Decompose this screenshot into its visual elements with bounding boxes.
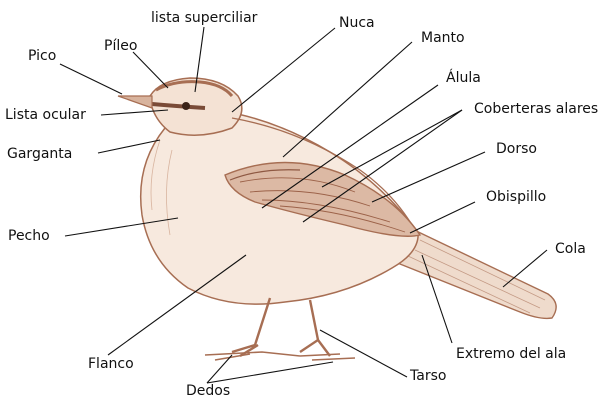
label-manto: Manto [421, 30, 465, 46]
leader-dorso [372, 152, 485, 202]
bird-legs [232, 298, 330, 356]
label-lista-ocular: Lista ocular [5, 107, 86, 123]
label-flanco: Flanco [88, 356, 134, 372]
label-pico: Pico [28, 48, 56, 64]
label-extremo-del-ala: Extremo del ala [456, 346, 566, 362]
label-garganta: Garganta [7, 146, 72, 162]
label-cola: Cola [555, 241, 586, 257]
leader-pico [60, 64, 122, 94]
bird-illustration [118, 78, 556, 360]
label-lista-superciliar: lista superciliar [151, 10, 257, 26]
leader-nuca [232, 28, 335, 112]
bird-beak [118, 96, 152, 108]
leader-obispillo [410, 202, 475, 233]
leader-coberteras-1 [322, 110, 462, 187]
label-coberteras-alares: Coberteras alares [474, 101, 598, 117]
leader-pileo [133, 52, 168, 88]
label-pecho: Pecho [8, 228, 50, 244]
leader-cola [503, 250, 547, 287]
label-tarso: Tarso [410, 368, 446, 384]
label-obispillo: Obispillo [486, 189, 546, 205]
label-dorso: Dorso [496, 141, 537, 157]
leader-dedos-2 [207, 362, 333, 383]
leader-manto [283, 42, 412, 157]
label-pileo: Píleo [104, 38, 137, 54]
label-alula: Álula [446, 70, 481, 86]
label-dedos: Dedos [186, 383, 230, 399]
bird-tail [395, 228, 556, 318]
label-nuca: Nuca [339, 15, 375, 31]
leader-tarso [320, 330, 407, 377]
